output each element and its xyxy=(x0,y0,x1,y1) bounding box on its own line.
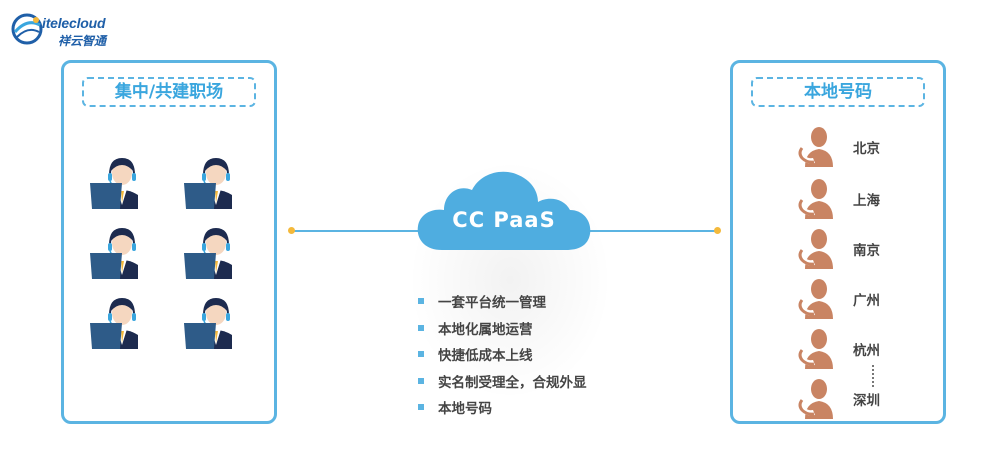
feature-list: 一套平台统一管理 本地化属地运营 快捷低成本上线 实名制受理全，合规外显 本地号… xyxy=(418,288,587,421)
left-panel-title: 集中/共建职场 xyxy=(82,77,256,107)
feature-item: 实名制受理全，合规外显 xyxy=(418,368,587,395)
call-center-agent-icon xyxy=(88,291,156,351)
phone-caller-icon xyxy=(793,325,839,375)
call-center-agent-icon xyxy=(88,221,156,281)
city-item: 上海 xyxy=(793,175,933,221)
cloud-label: CC PaaS xyxy=(452,208,556,232)
more-dots xyxy=(872,365,874,387)
phone-caller-icon xyxy=(793,225,839,275)
city-item: 杭州 xyxy=(793,325,933,371)
phone-caller-icon xyxy=(793,375,839,425)
city-name: 上海 xyxy=(853,193,880,209)
feature-item: 一套平台统一管理 xyxy=(418,288,587,315)
city-name: 南京 xyxy=(853,243,880,259)
brand-logo: itelecloud 祥云智通 xyxy=(10,12,130,52)
cloud-icon xyxy=(417,171,591,250)
feature-text: 快捷低成本上线 xyxy=(438,348,533,365)
brand-name-cn: 祥云智通 xyxy=(58,34,107,48)
city-item: 北京 xyxy=(793,123,933,169)
city-name: 杭州 xyxy=(853,343,880,359)
feature-item: 本地化属地运营 xyxy=(418,315,587,342)
call-center-agent-icon xyxy=(88,151,156,211)
feature-item: 快捷低成本上线 xyxy=(418,341,587,368)
call-center-agent-icon xyxy=(182,151,250,211)
left-panel: 集中/共建职场 xyxy=(61,60,277,424)
city-item: 深圳 xyxy=(793,375,933,421)
square-bullet-icon xyxy=(418,324,424,331)
phone-caller-icon xyxy=(793,123,839,173)
feature-text: 本地化属地运营 xyxy=(438,321,533,338)
city-name: 北京 xyxy=(853,141,880,157)
square-bullet-icon xyxy=(418,377,424,384)
city-name: 深圳 xyxy=(853,393,880,409)
phone-caller-icon xyxy=(793,175,839,225)
feature-text: 一套平台统一管理 xyxy=(438,295,546,312)
brand-name-en: itelecloud xyxy=(42,15,106,31)
square-bullet-icon xyxy=(418,404,424,411)
right-connector-line xyxy=(590,230,718,232)
left-connector-line xyxy=(292,230,422,232)
square-bullet-icon xyxy=(418,351,424,358)
left-connector-dot xyxy=(288,227,295,234)
feature-text: 实名制受理全，合规外显 xyxy=(438,374,587,391)
call-center-agent-icon xyxy=(182,291,250,351)
feature-item: 本地号码 xyxy=(418,394,587,421)
square-bullet-icon xyxy=(418,298,424,305)
city-item: 广州 xyxy=(793,275,933,321)
right-panel-title: 本地号码 xyxy=(751,77,925,107)
right-panel: 本地号码 北京 上海 南京 广州 杭州 深圳 xyxy=(730,60,946,424)
globe-logo-icon xyxy=(11,13,43,45)
feature-text: 本地号码 xyxy=(438,401,492,418)
call-center-agent-icon xyxy=(182,221,250,281)
phone-caller-icon xyxy=(793,275,839,325)
city-name: 广州 xyxy=(853,293,880,309)
right-connector-dot xyxy=(714,227,721,234)
city-item: 南京 xyxy=(793,225,933,271)
